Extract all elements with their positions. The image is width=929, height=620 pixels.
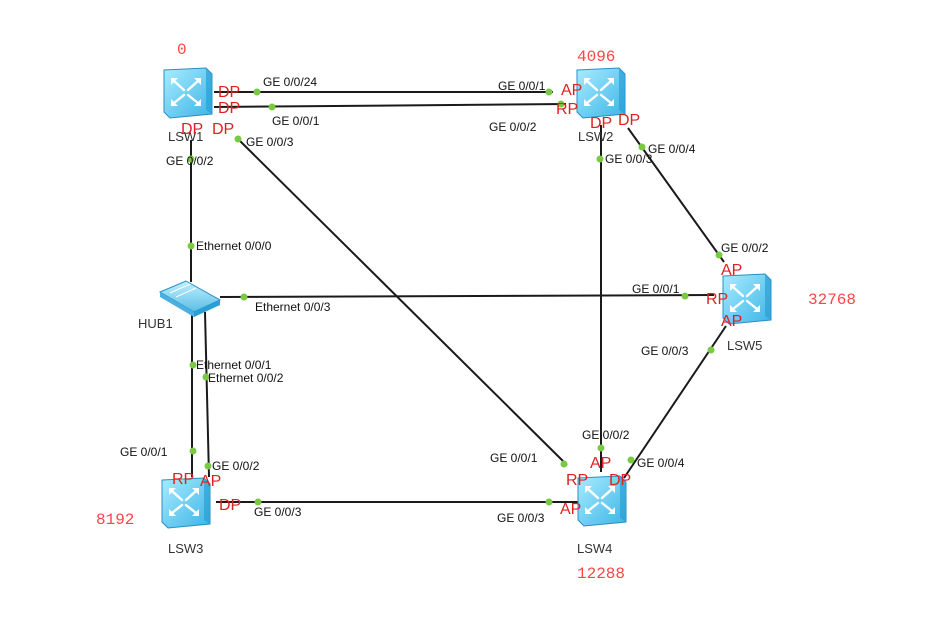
port-dot	[597, 444, 605, 452]
port-role-label: DP	[590, 115, 612, 132]
port-role-label: DP	[218, 100, 240, 117]
port-label: GE 0/0/1	[120, 445, 168, 459]
port-dot	[268, 103, 276, 111]
port-dot	[560, 460, 568, 468]
link-hub1-lsw3-e2	[204, 311, 210, 478]
port-dot	[638, 143, 646, 151]
port-role-label: AP	[560, 501, 581, 518]
port-dot	[596, 155, 604, 163]
port-role-label: RP	[706, 291, 728, 308]
port-role-label: DP	[618, 112, 640, 129]
port-role-label: RP	[172, 471, 194, 488]
port-label: GE 0/0/2	[212, 459, 260, 473]
port-role-label: RP	[556, 101, 578, 118]
port-label: GE 0/0/2	[582, 428, 630, 442]
port-role-labels: DP DP DP DP AP RP DP DP AP RP AP RP AP D…	[172, 82, 742, 518]
port-label: GE 0/0/4	[648, 142, 696, 156]
port-dot	[187, 242, 195, 250]
port-dot	[707, 346, 715, 354]
port-role-label: AP	[561, 82, 582, 99]
port-label: GE 0/0/3	[246, 135, 294, 149]
port-dot	[189, 361, 197, 369]
port-label: GE 0/0/1	[632, 282, 680, 296]
port-role-label: AP	[721, 313, 742, 330]
port-dot	[202, 373, 210, 381]
port-label: GE 0/0/2	[489, 120, 537, 134]
port-role-label: AP	[721, 262, 742, 279]
port-role-label: RP	[566, 472, 588, 489]
port-label: Ethernet 0/0/2	[208, 371, 284, 385]
device-label-lsw4: LSW4	[577, 541, 612, 556]
link-lsw1-lsw2-ge1	[213, 103, 567, 108]
port-dot	[253, 88, 261, 96]
device-label-lsw1: LSW1	[168, 129, 203, 144]
port-role-label: AP	[590, 455, 611, 472]
port-dot	[204, 462, 212, 470]
port-role-label: DP	[219, 497, 241, 514]
device-lsw5[interactable]: LSW5 32768	[721, 272, 856, 353]
port-dot	[234, 135, 242, 143]
priority-lsw1: 0	[177, 41, 187, 59]
port-dot	[254, 498, 262, 506]
device-hub1[interactable]: HUB1	[138, 280, 222, 331]
port-dot	[187, 155, 195, 163]
link-lsw1-lsw4	[236, 137, 568, 466]
port-label: GE 0/0/24	[263, 75, 317, 89]
port-dots	[187, 88, 723, 506]
port-label: GE 0/0/3	[605, 152, 653, 166]
device-label-lsw2: LSW2	[578, 129, 613, 144]
port-dot	[189, 447, 197, 455]
port-label: Ethernet 0/0/1	[196, 358, 272, 372]
priority-lsw3: 8192	[96, 511, 134, 529]
hub-icon	[158, 280, 222, 317]
device-label-lsw3: LSW3	[168, 541, 203, 556]
port-label: GE 0/0/1	[498, 79, 546, 93]
port-label: Ethernet 0/0/3	[255, 300, 331, 314]
switch-icon	[575, 66, 627, 120]
port-label: GE 0/0/2	[166, 154, 214, 168]
priority-lsw5: 32768	[808, 291, 856, 309]
device-label-lsw5: LSW5	[727, 338, 762, 353]
port-label: GE 0/0/3	[641, 344, 689, 358]
port-label: GE 0/0/1	[490, 451, 538, 465]
port-labels: GE 0/0/24 GE 0/0/1 GE 0/0/3 GE 0/0/2 GE …	[120, 75, 769, 525]
device-label-hub1: HUB1	[138, 316, 173, 331]
device-lsw3[interactable]: LSW3 8192	[96, 476, 212, 556]
priority-lsw4: 12288	[577, 565, 625, 583]
port-dot	[627, 456, 635, 464]
port-dot	[545, 498, 553, 506]
switch-icon	[162, 66, 214, 120]
port-label: Ethernet 0/0/0	[196, 239, 272, 253]
port-role-label: DP	[212, 121, 234, 138]
link-lsw2-lsw5	[627, 127, 725, 263]
port-role-label: AP	[200, 473, 221, 490]
device-lsw2[interactable]: LSW2 4096	[575, 48, 627, 144]
port-dot	[545, 88, 553, 96]
port-dot	[557, 100, 565, 108]
device-lsw1[interactable]: LSW1 0	[162, 41, 214, 144]
port-role-label: DP	[609, 472, 631, 489]
port-label: GE 0/0/1	[272, 114, 320, 128]
port-role-label: DP	[181, 121, 203, 138]
port-dot	[715, 251, 723, 259]
port-role-label: DP	[218, 84, 240, 101]
port-label: GE 0/0/3	[254, 505, 302, 519]
priority-lsw2: 4096	[577, 48, 615, 66]
port-label: GE 0/0/2	[721, 241, 769, 255]
port-label: GE 0/0/4	[637, 456, 685, 470]
port-dot	[681, 292, 689, 300]
port-label: GE 0/0/3	[497, 511, 545, 525]
device-lsw4[interactable]: LSW4 12288	[576, 474, 628, 583]
link-hub1-lsw5	[219, 294, 715, 298]
port-dot	[240, 293, 248, 301]
